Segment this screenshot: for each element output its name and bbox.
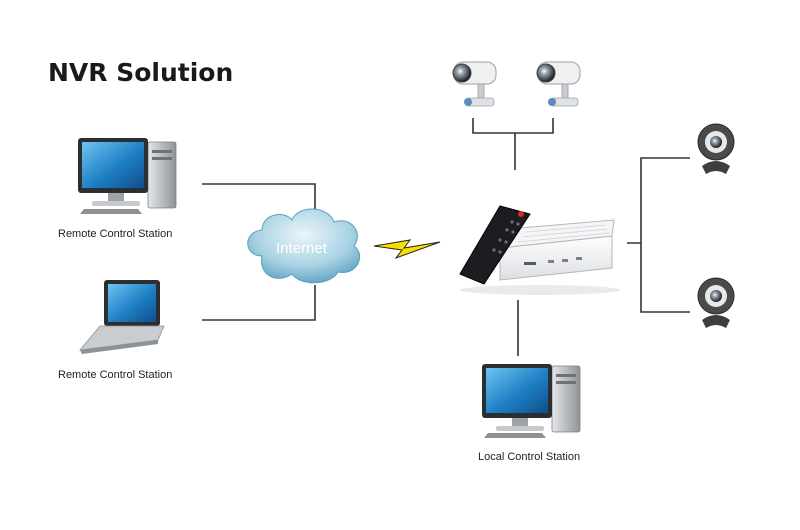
cctv-camera-icon — [452, 61, 497, 107]
desktop-computer-icon — [78, 138, 177, 214]
line-cameras — [472, 118, 554, 170]
webcam-icon — [697, 277, 735, 328]
cctv-camera-icon — [536, 61, 581, 107]
line-webcams — [627, 157, 690, 313]
remote-control-icon — [459, 205, 531, 285]
lightning-icon — [373, 239, 441, 260]
laptop-icon — [79, 280, 165, 354]
page-title: NVR Solution — [48, 58, 234, 87]
webcam-icon — [697, 123, 735, 174]
local-station-label: Local Control Station — [478, 451, 581, 463]
line-laptop-internet — [202, 285, 316, 321]
nvr-box-icon — [460, 219, 620, 295]
internet-label: Internet — [276, 240, 327, 257]
cloud-icon — [247, 208, 360, 284]
remote-desktop-label: Remote Control Station — [58, 228, 173, 240]
remote-laptop-label: Remote Control Station — [58, 369, 173, 381]
desktop-computer-icon — [482, 364, 581, 438]
